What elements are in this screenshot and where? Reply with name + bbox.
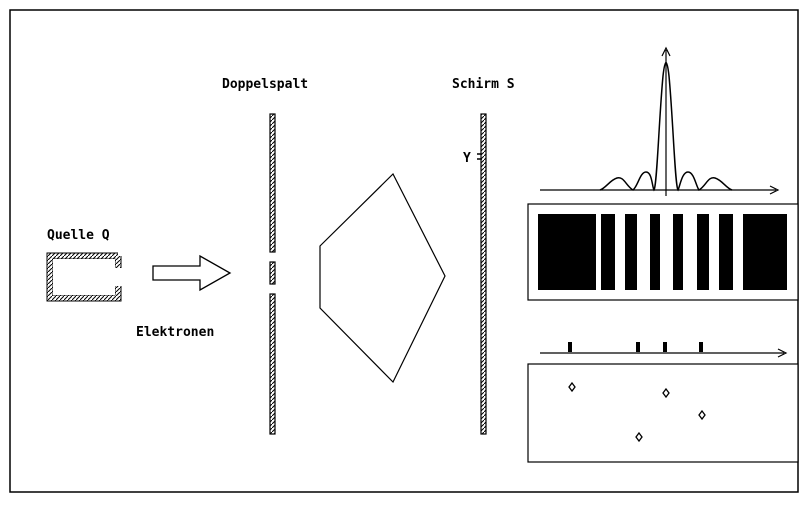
fringe-band (601, 214, 615, 290)
electron-hit-dot (635, 431, 643, 443)
double-slit-barrier (269, 113, 276, 435)
fringe-band (743, 214, 787, 290)
fringe-band (538, 214, 596, 290)
fringe-band (673, 214, 683, 290)
y-marker-tick (477, 153, 482, 160)
fringe-pattern-panel (527, 203, 799, 301)
hit-tick (663, 342, 667, 352)
hit-tick (699, 342, 703, 352)
hit-tick (568, 342, 572, 352)
single-hits-panel (527, 342, 799, 463)
intensity-curve-panel (540, 46, 780, 196)
fringe-band (697, 214, 709, 290)
screen-label: Schirm S (452, 77, 515, 92)
intensity-curve (599, 61, 733, 192)
source-box-icon (46, 252, 122, 302)
intensity-y-arrow-icon (661, 46, 671, 57)
electron-hit-dot (568, 381, 576, 393)
fringe-band (719, 214, 733, 290)
electron-hit-dot (662, 387, 670, 399)
fringe-band (625, 214, 637, 290)
beam-arrow-icon (152, 254, 232, 292)
slit-barrier-top (269, 113, 276, 253)
y-marker-label: Y (463, 151, 471, 166)
screen (480, 113, 487, 435)
double-slit-label: Doppelspalt (222, 77, 308, 92)
intensity-x-arrow-icon (769, 185, 780, 195)
source-label: Quelle Q (47, 228, 110, 243)
electrons-label: Elektronen (136, 325, 214, 340)
wave-spread-arrow-icon (319, 172, 446, 384)
hits-axis-arrow-icon (777, 348, 788, 358)
slit-barrier-bottom (269, 293, 276, 435)
hit-tick (636, 342, 640, 352)
hits-frame (527, 363, 799, 463)
fringe-band (650, 214, 660, 290)
slit-barrier-middle (269, 261, 276, 285)
electron-hit-dot (698, 409, 706, 421)
